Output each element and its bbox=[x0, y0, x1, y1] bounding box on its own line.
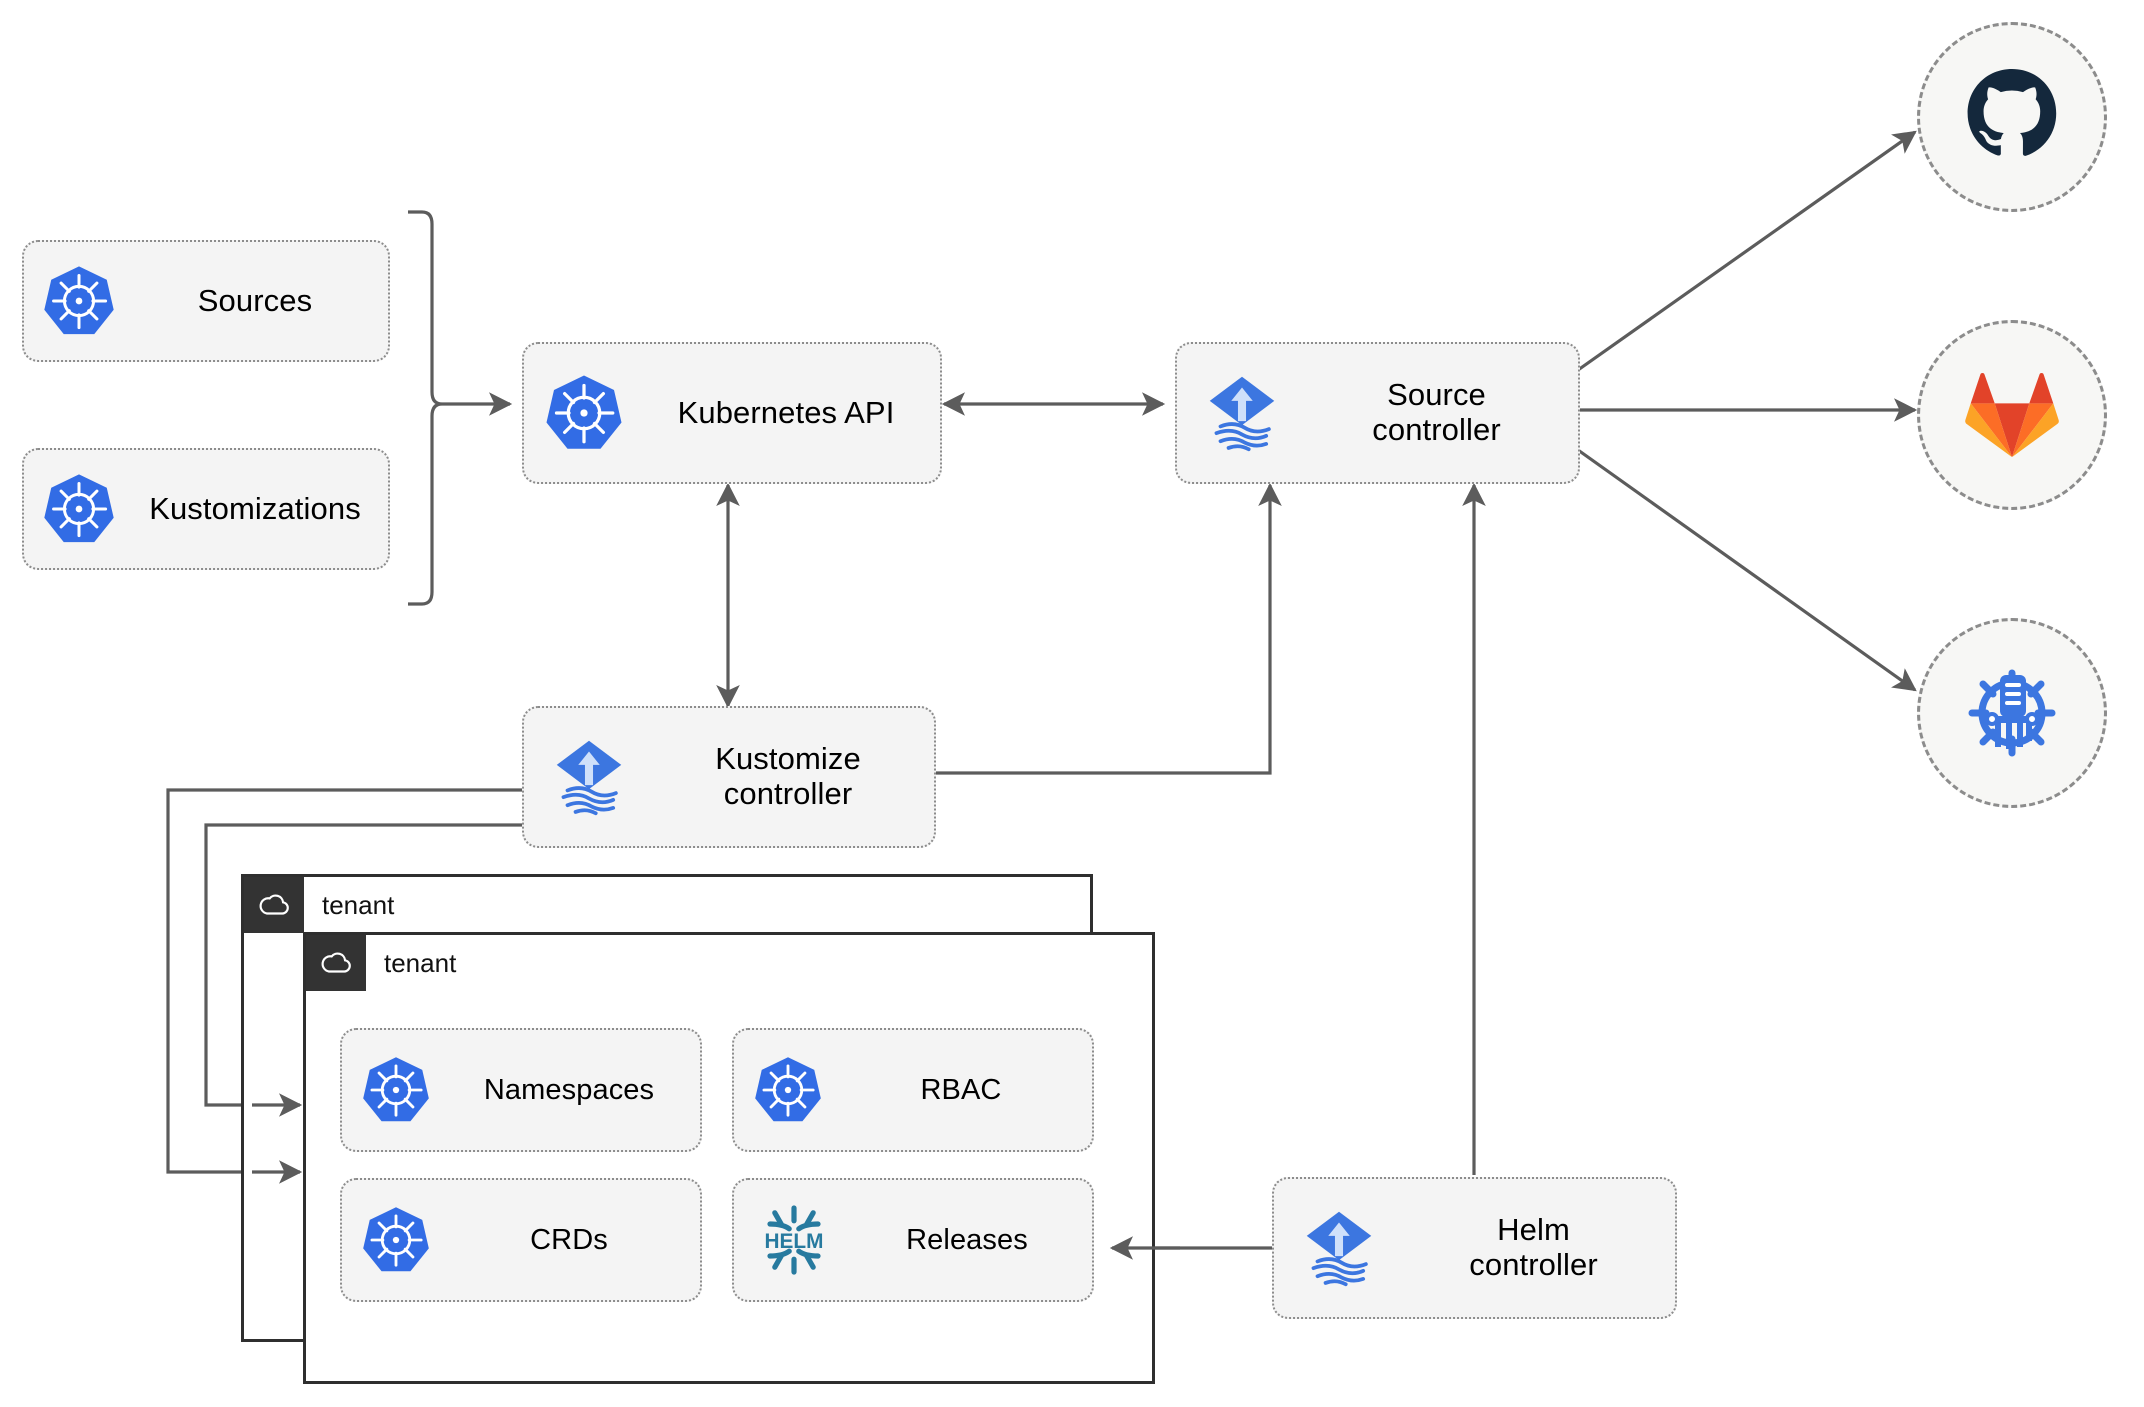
tenant-label: tenant bbox=[322, 889, 395, 920]
flux-icon bbox=[524, 734, 654, 820]
node-label: Namespaces bbox=[483, 1073, 655, 1106]
kubernetes-icon bbox=[24, 472, 134, 546]
node-crds[interactable]: CRDs bbox=[340, 1178, 702, 1302]
tenant-header: tenant bbox=[244, 877, 394, 933]
tenant-header: tenant bbox=[306, 935, 456, 991]
kubernetes-icon bbox=[342, 1205, 450, 1275]
endpoint-gitlab[interactable] bbox=[1917, 320, 2107, 510]
kubernetes-icon bbox=[524, 373, 644, 453]
wire-kustomize-to-source bbox=[936, 482, 1282, 775]
node-label: Sources bbox=[197, 282, 313, 318]
wire-source-to-github bbox=[1577, 130, 1917, 372]
node-releases[interactable]: HELM Releases bbox=[732, 1178, 1094, 1302]
helm-wordmark: HELM bbox=[765, 1230, 824, 1253]
node-helm-controller[interactable]: Helm controller bbox=[1272, 1177, 1677, 1319]
helm-chart-repository-icon bbox=[1962, 661, 2062, 766]
node-rbac[interactable]: RBAC bbox=[732, 1028, 1094, 1152]
cloud-icon bbox=[306, 935, 366, 991]
kubernetes-icon bbox=[734, 1055, 842, 1125]
node-sources[interactable]: Sources bbox=[22, 240, 390, 362]
helm-icon: HELM bbox=[734, 1202, 854, 1278]
node-label: Kustomize controller bbox=[715, 741, 861, 811]
node-label: CRDs bbox=[530, 1223, 608, 1256]
node-label: RBAC bbox=[920, 1073, 1002, 1106]
kubernetes-icon bbox=[24, 264, 134, 338]
wire-source-to-helm-repo bbox=[1577, 448, 1917, 692]
flux-icon bbox=[1274, 1205, 1404, 1291]
node-namespaces[interactable]: Namespaces bbox=[340, 1028, 702, 1152]
node-label: Kubernetes API bbox=[677, 394, 895, 430]
node-kubernetes-api[interactable]: Kubernetes API bbox=[522, 342, 942, 484]
endpoint-helm-repository[interactable] bbox=[1917, 618, 2107, 808]
cloud-icon bbox=[244, 877, 304, 933]
node-label: Releases bbox=[906, 1223, 1028, 1256]
kubernetes-icon bbox=[342, 1055, 450, 1125]
gitlab-icon bbox=[1964, 365, 2060, 466]
node-kustomizations[interactable]: Kustomizations bbox=[22, 448, 390, 570]
node-label: Kustomizations bbox=[149, 490, 361, 526]
node-label: Helm controller bbox=[1469, 1212, 1598, 1282]
tenant-box-front[interactable]: tenant bbox=[303, 932, 1155, 1384]
node-label: Source controller bbox=[1372, 377, 1501, 447]
endpoint-github[interactable] bbox=[1917, 22, 2107, 212]
node-kustomize-controller[interactable]: Kustomize controller bbox=[522, 706, 936, 848]
tenant-label: tenant bbox=[384, 947, 457, 978]
flux-icon bbox=[1177, 370, 1307, 456]
node-source-controller[interactable]: Source controller bbox=[1175, 342, 1580, 484]
github-icon bbox=[1964, 67, 2060, 168]
